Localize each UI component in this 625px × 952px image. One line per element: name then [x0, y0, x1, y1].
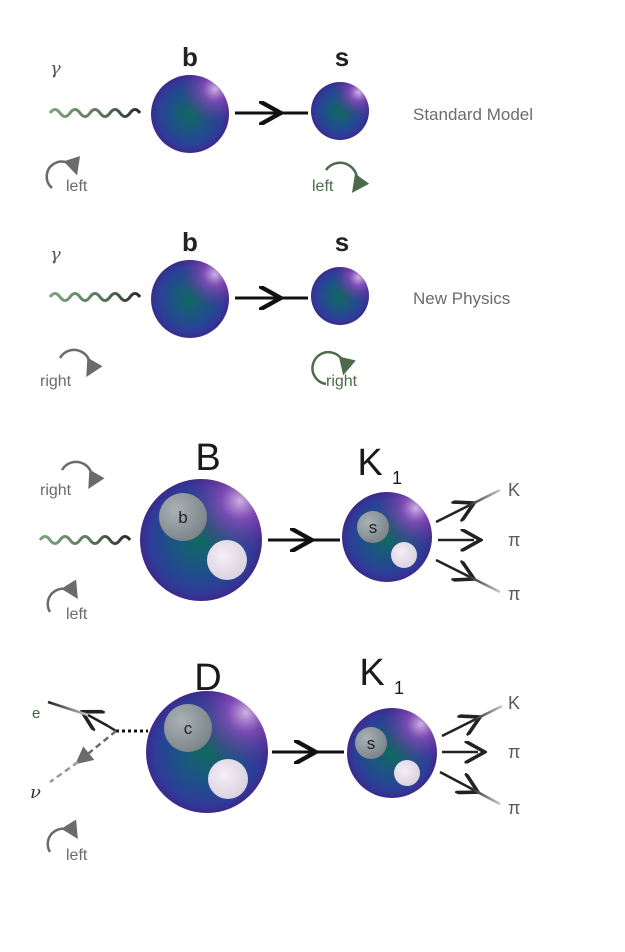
meson-label-B: B: [195, 437, 220, 479]
helicity-left-icon: [46, 819, 78, 853]
model-label: New Physics: [413, 289, 510, 308]
inner-quark-label: c: [184, 719, 193, 738]
helicity-label: right: [40, 482, 72, 499]
quark-label-b: b: [182, 227, 198, 257]
inner-antiquark: [208, 759, 248, 799]
inner-quark-label: b: [178, 508, 187, 527]
inner-quark-s: [357, 511, 389, 543]
product-label-pi: π: [508, 584, 520, 604]
product-label-pi: π: [508, 530, 520, 550]
inner-quark-b: [159, 493, 207, 541]
panel-b-to-k1: right left B b K 1 s K π π: [38, 437, 520, 623]
meson-subscript: 1: [392, 468, 402, 488]
inner-quark-label: s: [367, 734, 376, 753]
decay-line-pi: [439, 770, 472, 789]
helicity-right-icon: [60, 460, 105, 490]
inner-antiquark: [391, 542, 417, 568]
helicity-label: left: [66, 178, 88, 195]
inner-quark-s: [355, 727, 387, 759]
product-label-K: K: [508, 693, 520, 713]
inner-quark-label: s: [369, 518, 378, 537]
product-label-K: K: [508, 480, 520, 500]
decay-line-pi: [435, 558, 468, 576]
helicity-label: right: [40, 373, 72, 390]
helicity-label: left: [312, 178, 334, 195]
decay-line-K: [441, 720, 474, 738]
helicity-label: left: [66, 847, 88, 864]
helicity-right-icon: [311, 350, 356, 386]
meson-label-K: K: [359, 652, 384, 694]
panel-standard-model: γ b s Standard Model left left: [45, 42, 533, 195]
helicity-label: right: [326, 373, 358, 390]
photon-wave: [48, 108, 142, 118]
lepton-label-nu: ν: [30, 782, 41, 803]
neutrino-line: [75, 730, 117, 765]
inner-antiquark: [207, 540, 247, 580]
product-label-pi: π: [508, 798, 520, 818]
helicity-label: left: [66, 606, 88, 623]
model-label: Standard Model: [413, 105, 533, 124]
meson-subscript: 1: [394, 678, 404, 698]
electron-line: [88, 715, 109, 726]
decay-line-K: [435, 506, 468, 524]
lepton-label-e: e: [32, 705, 40, 722]
inner-quark-c: [164, 704, 212, 752]
product-label-pi: π: [508, 742, 520, 762]
inner-antiquark: [394, 760, 420, 786]
helicity-left-icon: [45, 155, 81, 189]
quark-label-s: s: [335, 42, 349, 72]
panel-new-physics: γ b s New Physics right right: [40, 227, 510, 390]
quark-label-b: b: [182, 42, 198, 72]
photon-wave: [38, 535, 132, 545]
quark-label-s: s: [335, 227, 349, 257]
helicity-right-icon: [58, 348, 103, 378]
photon-symbol: γ: [50, 58, 61, 79]
photon-symbol: γ: [50, 244, 61, 265]
photon-wave: [48, 292, 142, 302]
panel-d-to-k1: e ν left D c K 1 s K π: [30, 652, 520, 864]
meson-label-K: K: [357, 442, 382, 484]
helicity-left-icon: [324, 161, 370, 193]
helicity-left-icon: [46, 579, 78, 613]
